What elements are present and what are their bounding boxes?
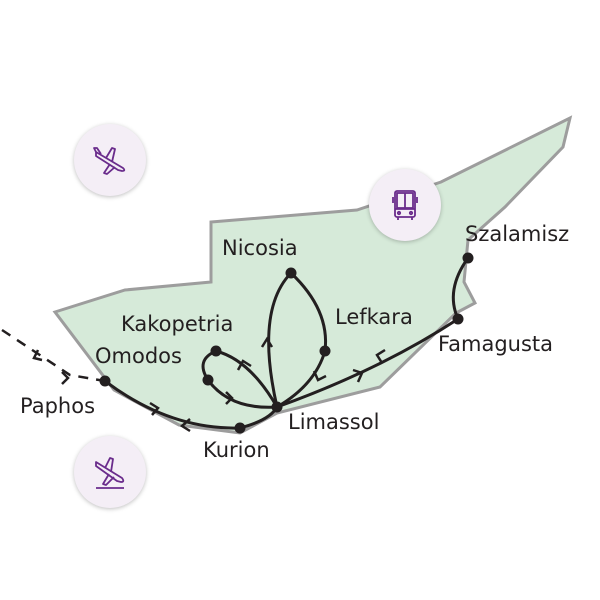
label-kurion: Kurion [203,438,270,462]
route-famagusta-szalamisz [451,257,470,320]
label-kakopetria: Kakopetria [121,312,234,336]
marker-szalamisz [462,252,474,264]
arrow-icon [179,418,191,433]
airplane-departure-icon-badge [74,124,146,196]
place-markers [99,252,474,434]
label-paphos: Paphos [20,394,96,418]
marker-omodos [202,374,214,386]
airplane-departure-icon [93,147,126,175]
route-limassol-famagusta [276,317,459,409]
route-paphos-external [1,328,106,383]
arrow-icon [260,336,274,348]
label-lefkara: Lefkara [335,305,413,329]
arrow-icon [375,348,386,364]
bus-icon [392,190,418,220]
marker-lefkara [319,345,331,357]
marker-kurion [234,422,246,434]
label-famagusta: Famagusta [438,332,554,356]
arrow-icon [149,401,160,416]
arrow-icon [61,371,70,385]
label-limassol: Limassol [288,410,380,434]
route-limassol-kakopetria [215,349,279,408]
marker-nicosia [285,267,297,279]
route-limassol-nicosia [267,271,293,408]
label-nicosia: Nicosia [222,236,298,260]
route-paphos-kurion [104,379,241,430]
arrow-icon [352,368,364,383]
label-omodos: Omodos [95,344,182,368]
marker-kakopetria [210,345,222,357]
airplane-arrival-icon-badge [74,436,146,508]
airplane-arrival-icon [95,457,125,489]
route-omodos-limassol [206,379,278,409]
marker-limassol [271,401,283,413]
route-nicosia-lefkara [289,271,328,352]
bus-icon-badge [369,169,441,241]
route-lefkara-limassol [276,350,327,409]
marker-paphos [99,375,111,387]
label-szalamisz: Szalamisz [465,222,570,246]
arrow-icon [236,359,252,371]
arrow-icon [312,370,327,382]
direction-arrows [32,336,386,433]
arrow-icon [32,349,43,362]
arrow-icon [225,391,234,405]
route-lines [1,257,470,430]
marker-famagusta [452,313,464,325]
